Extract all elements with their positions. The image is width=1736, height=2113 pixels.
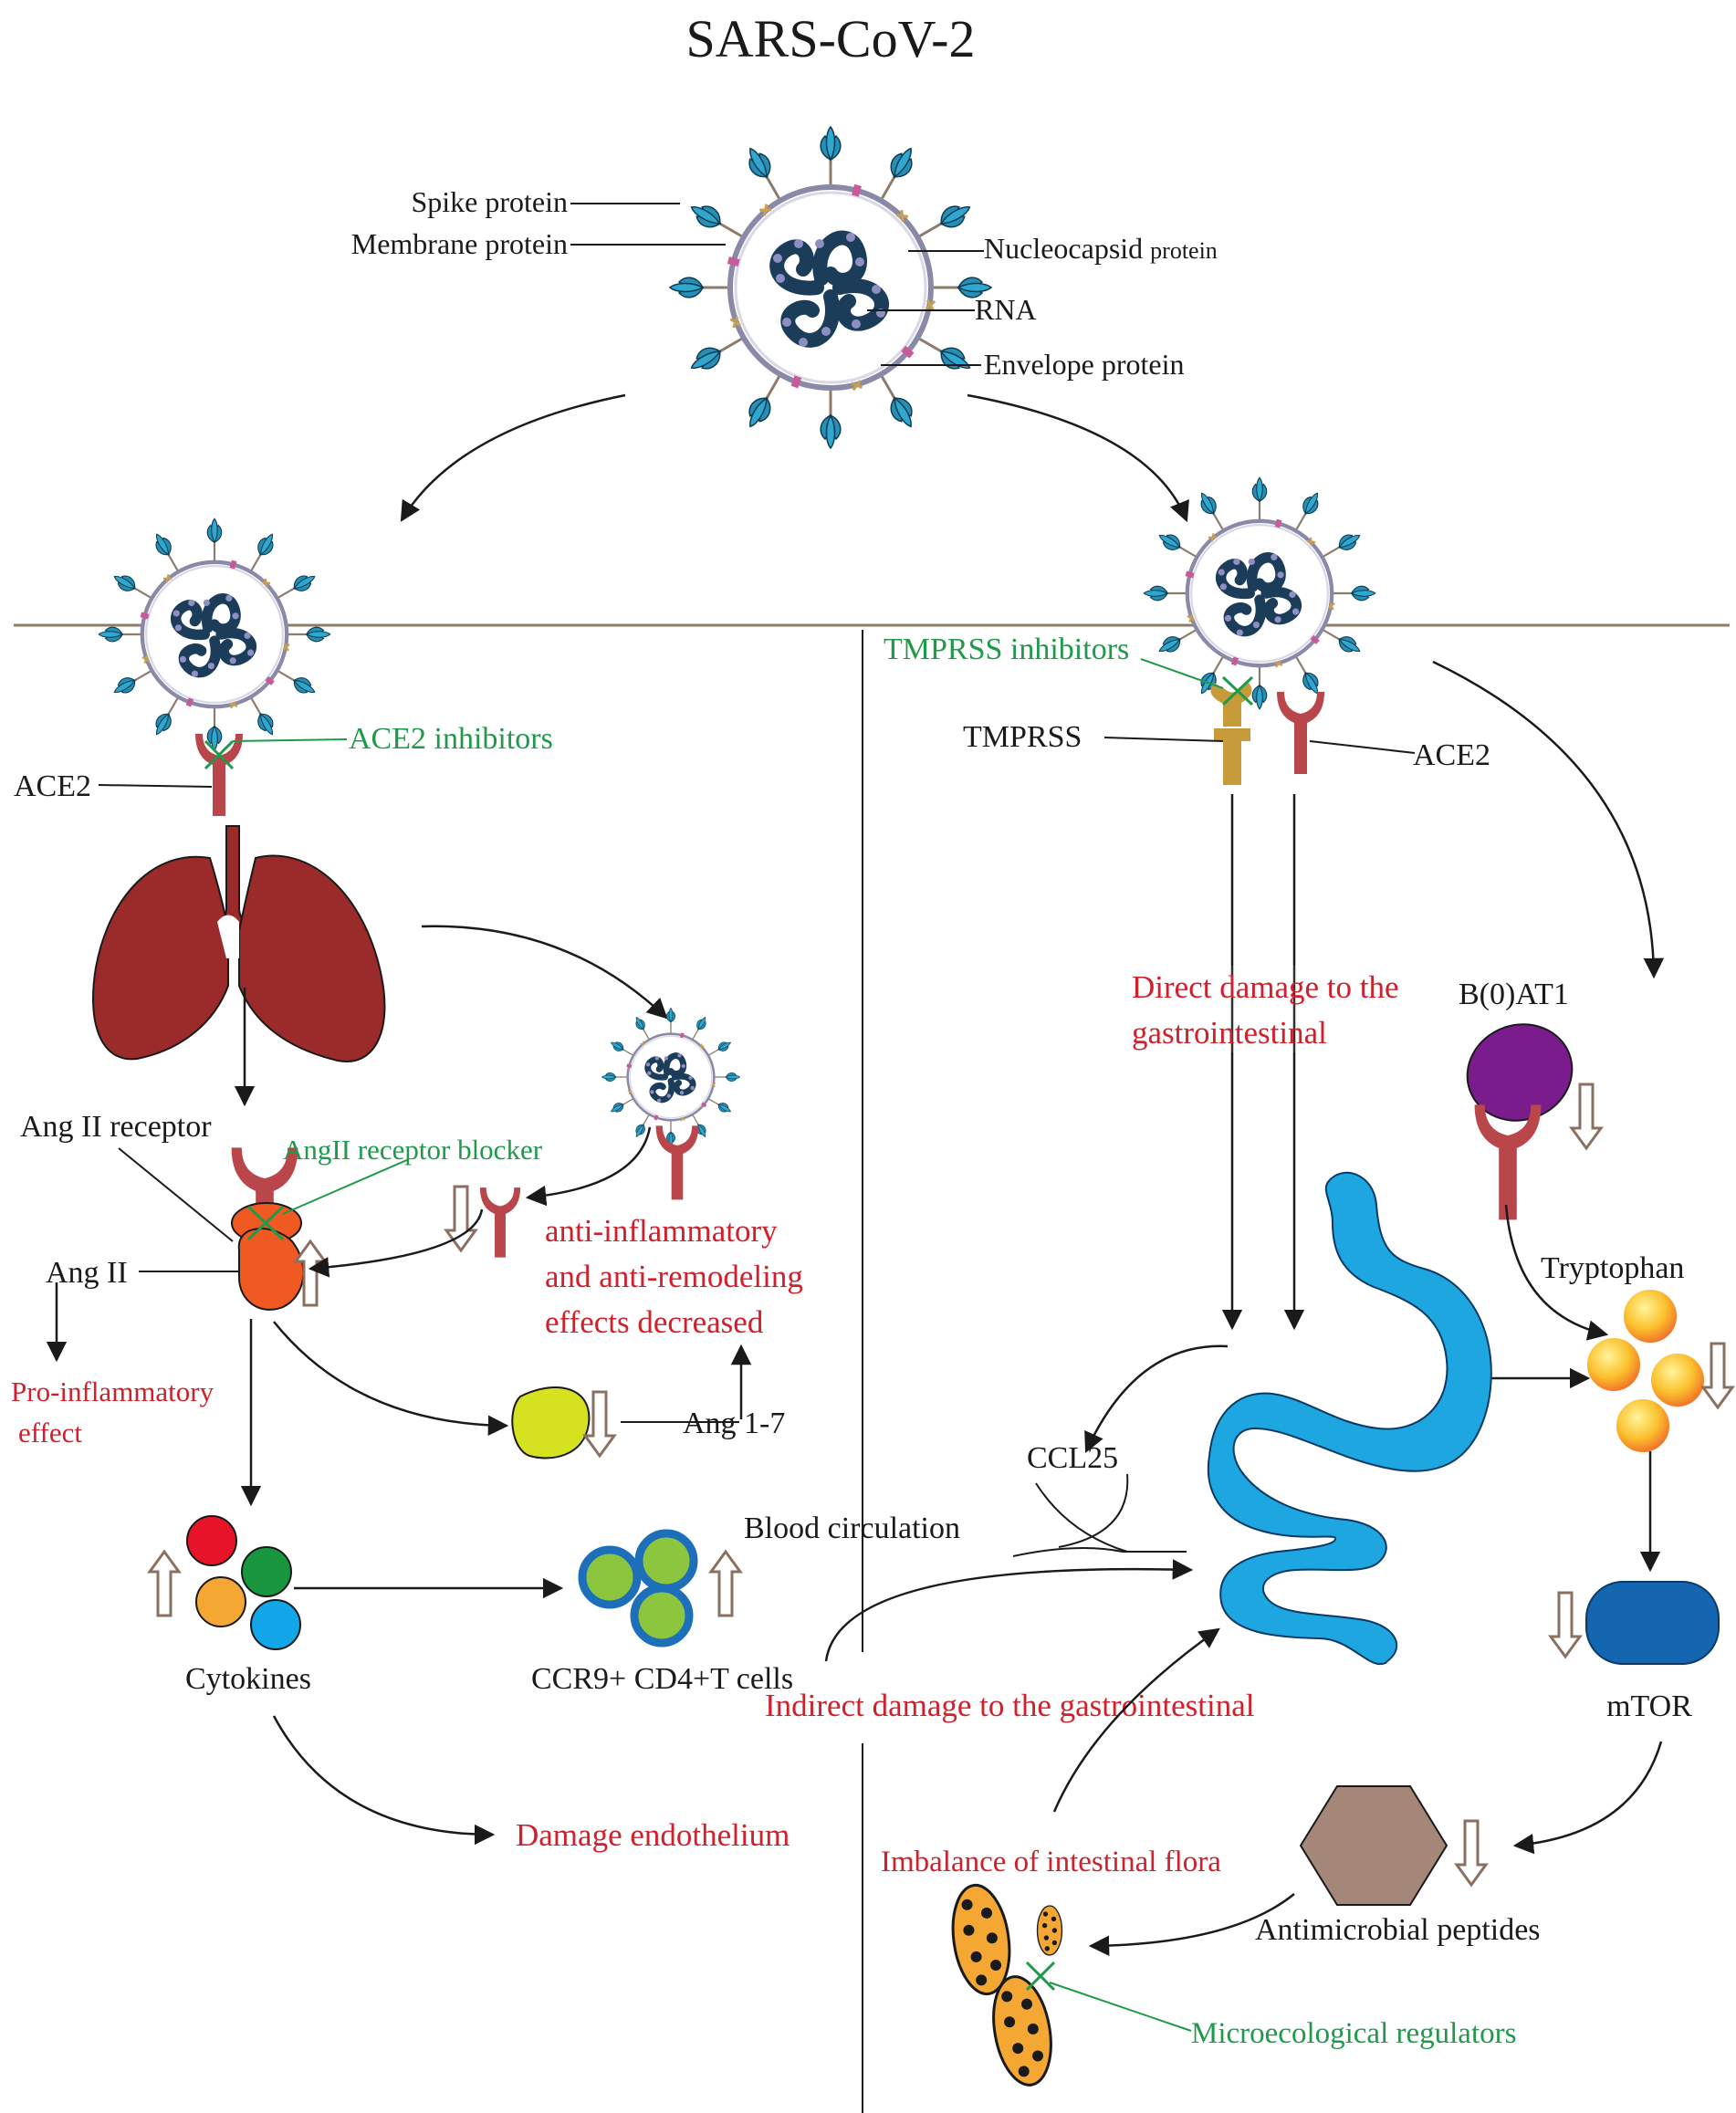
arrow-tcells-to-intestine	[824, 1559, 1194, 1662]
blood-circulation-line	[1012, 1547, 1187, 1557]
ang2-receptor-label: Ang II receptor	[20, 1110, 212, 1144]
arrow-cytokines-to-endothelium	[272, 1715, 496, 1846]
ace2-receptor-left	[195, 734, 243, 816]
stomach-intestine-illustration	[1207, 1171, 1492, 1666]
mtor-label: mTOR	[1606, 1689, 1692, 1723]
damage-endothelium-label: Damage endothelium	[516, 1817, 790, 1853]
virion-top	[670, 127, 991, 448]
nucleocapsid-label: Nucleocapsid protein	[984, 232, 1218, 265]
arrow-to-ang2-receptor	[308, 1208, 484, 1278]
anti-inflammatory-label-2: and anti-remodeling	[545, 1259, 803, 1294]
arrow-b0at1-to-tryptophan	[1504, 1204, 1609, 1341]
tmprss-inhibitors-label: TMPRSS inhibitors	[884, 633, 1129, 666]
membrane-protein-label: Membrane protein	[351, 227, 568, 260]
ang17-label: Ang 1-7	[683, 1407, 785, 1440]
antimicrobial-decrease-arrow	[1455, 1819, 1488, 1887]
arrow-bacteria-to-intestine	[1052, 1627, 1220, 1813]
arrow-ang2-to-ang17	[273, 1321, 509, 1436]
ace2-inhibitor-cross	[204, 739, 235, 770]
ccl25-cross-curve-2	[1058, 1473, 1129, 1548]
ace2-right-leader	[1309, 740, 1416, 754]
b0at1-transporter	[1466, 1023, 1574, 1122]
pro-inflammatory-label-2: effect	[18, 1417, 82, 1449]
cytokines-label: Cytokines	[185, 1662, 311, 1696]
direct-damage-label-2: gastrointestinal	[1132, 1015, 1327, 1051]
spike-protein-label: Spike protein	[411, 185, 568, 218]
ang2-blob	[237, 1228, 305, 1311]
arrow-to-right-cell	[967, 393, 1189, 523]
virion-left	[99, 518, 329, 749]
arrow-lungs-to-virion	[421, 925, 668, 1020]
ang2-label: Ang II	[46, 1256, 128, 1290]
blood-circulation-label: Blood circulation	[744, 1512, 960, 1545]
mtor-block	[1585, 1581, 1720, 1665]
virion-right	[1144, 477, 1375, 708]
page-title: SARS-CoV-2	[686, 9, 976, 68]
b0at1-decrease-arrow	[1570, 1083, 1603, 1150]
tryptophan-label: Tryptophan	[1541, 1251, 1684, 1285]
ace2-left-label: ACE2	[14, 769, 91, 803]
cytokine-blue	[250, 1599, 301, 1650]
envelope-protein-label: Envelope protein	[984, 348, 1184, 381]
ace2-receptor-free	[479, 1187, 521, 1258]
bacterium-2	[1036, 1905, 1063, 1956]
anti-inflammatory-label-3: effects decreased	[545, 1304, 764, 1340]
tryptophan-cluster	[1585, 1288, 1706, 1454]
ace2-receptor-small	[655, 1125, 699, 1200]
direct-damage-label-1: Direct damage to the	[1132, 969, 1399, 1005]
indirect-damage-label: Indirect damage to the gastrointestinal	[765, 1688, 1255, 1723]
arrow-stomach-to-ccl25	[1084, 1344, 1229, 1454]
antimicrobial-hexagon	[1299, 1785, 1448, 1906]
virion-small	[601, 1008, 739, 1145]
b0at1-label: B(0)AT1	[1459, 978, 1569, 1011]
tcells-increase-arrow	[709, 1550, 742, 1617]
cytokines-increase-arrow	[148, 1550, 181, 1617]
microecological-line	[1049, 1982, 1192, 2032]
ace2-inhibitor-line	[232, 738, 348, 742]
ace2-receptor-right	[1277, 692, 1324, 774]
cytokine-green	[241, 1546, 292, 1597]
rna-label: RNA	[975, 293, 1037, 326]
ccl25-cross-curve-1	[1035, 1482, 1128, 1553]
tryptophan-decrease-arrow	[1701, 1342, 1734, 1409]
ang17-blob	[511, 1386, 591, 1459]
cytokine-red	[186, 1515, 237, 1566]
pro-inflammatory-label-1: Pro-inflammatory	[11, 1376, 214, 1407]
arrow-to-left-cell	[400, 393, 626, 522]
arrow-antimicrobial-to-bacteria	[1088, 1893, 1295, 1956]
ace2-left-leader	[98, 784, 213, 788]
ang2-blocker-cross	[246, 1205, 285, 1241]
antimicrobial-label: Antimicrobial peptides	[1255, 1913, 1541, 1947]
tmprss-label: TMPRSS	[963, 720, 1082, 754]
tmprss-inhibitor-cross	[1221, 675, 1254, 706]
microecological-label: Microecological regulators	[1191, 2017, 1516, 2050]
tmprss-protein	[1210, 683, 1252, 785]
cytokine-orange	[195, 1576, 246, 1627]
b0at1-receptor	[1474, 1104, 1542, 1220]
ccr9-tcells-cluster	[578, 1529, 698, 1648]
ace2-right-label: ACE2	[1413, 738, 1490, 772]
ang2-blocker-line	[282, 1158, 410, 1215]
tmprss-leader	[1103, 737, 1224, 742]
microecological-cross	[1025, 1961, 1056, 1992]
anti-inflammatory-label-1: anti-inflammatory	[545, 1213, 778, 1249]
arrow-virion-to-b0at1	[1432, 660, 1665, 979]
arrow-mtor-to-antimicrobial	[1512, 1741, 1663, 1855]
virion-leader-lines	[570, 203, 984, 366]
imbalance-label: Imbalance of intestinal flora	[881, 1846, 1221, 1878]
ccl25-label: CCL25	[1027, 1441, 1118, 1475]
ccr9-label: CCR9+ CD4+T cells	[531, 1662, 793, 1696]
arrow-virion-to-receptor	[525, 1126, 652, 1207]
ang2-blocker-label: AngII receptor blocker	[283, 1134, 543, 1166]
mtor-decrease-arrow	[1549, 1591, 1582, 1658]
lungs-illustration	[92, 825, 386, 1063]
cytokines-cluster	[186, 1515, 301, 1650]
nucleocapsid-suffix: protein	[1150, 237, 1218, 264]
tmprss-inhibitor-line	[1140, 658, 1224, 689]
nucleocapsid-word: Nucleocapsid	[984, 232, 1143, 265]
ace2-inhibitors-label: ACE2 inhibitors	[349, 722, 553, 756]
direct-damage-label-bg	[1127, 966, 1451, 1052]
ang2-receptor-leader	[118, 1147, 234, 1242]
